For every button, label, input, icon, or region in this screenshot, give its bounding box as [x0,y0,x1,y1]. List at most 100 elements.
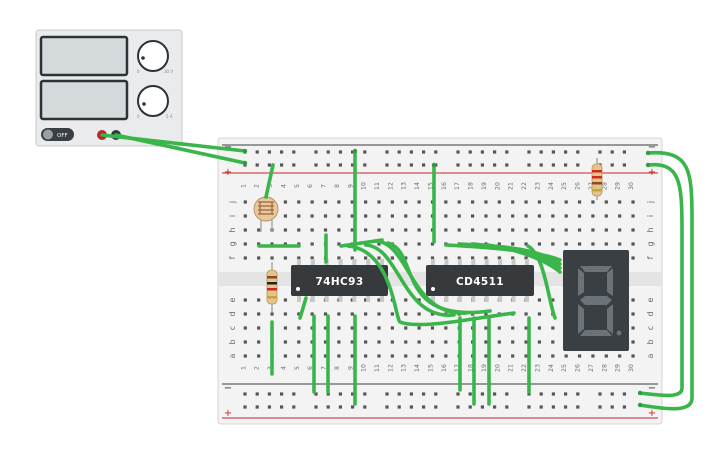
breadboard-hole[interactable] [497,228,501,232]
breadboard-hole[interactable] [297,228,301,232]
rail-hole[interactable] [576,392,580,396]
breadboard-hole[interactable] [524,354,528,358]
breadboard-hole[interactable] [417,228,421,232]
breadboard-hole[interactable] [430,340,435,344]
breadboard-hole[interactable] [511,228,515,232]
breadboard-hole[interactable] [350,200,354,204]
rail-hole[interactable] [255,150,259,154]
rail-hole[interactable] [551,150,555,154]
breadboard-hole[interactable] [430,256,435,260]
breadboard-hole[interactable] [377,200,381,204]
breadboard-hole[interactable] [591,354,595,358]
rail-hole[interactable] [243,392,247,396]
breadboard-hole[interactable] [631,200,635,204]
breadboard-hole[interactable] [297,340,301,344]
breadboard-hole[interactable] [618,228,622,232]
rail-hole[interactable] [564,150,568,154]
breadboard-hole[interactable] [283,242,288,246]
rail-hole[interactable] [397,163,401,167]
voltage-knob[interactable] [137,40,169,72]
rail-hole[interactable] [493,150,497,154]
breadboard-hole[interactable] [497,326,501,330]
breadboard-hole[interactable] [524,214,528,218]
breadboard-hole[interactable] [404,214,408,218]
breadboard-hole[interactable] [524,228,528,232]
breadboard-hole[interactable] [484,326,488,330]
breadboard-hole[interactable] [364,340,368,344]
rail-hole[interactable] [292,150,296,154]
power-supply[interactable]: 0 30 V 0 5 A OFF [35,29,183,147]
rail-hole[interactable] [564,392,568,396]
breadboard-hole[interactable] [297,214,301,218]
breadboard-hole[interactable] [484,228,488,232]
breadboard-hole[interactable] [364,256,368,260]
breadboard-hole[interactable] [404,312,408,316]
rail-hole[interactable] [314,150,318,154]
rail-hole[interactable] [267,405,271,409]
breadboard-hole[interactable] [404,340,408,344]
rail-hole[interactable] [397,405,401,409]
breadboard-hole[interactable] [484,214,488,218]
breadboard-hole[interactable] [591,228,595,232]
rail-hole[interactable] [456,405,460,409]
breadboard-hole[interactable] [484,256,488,260]
rail-hole[interactable] [351,405,355,409]
rail-hole[interactable] [610,150,614,154]
breadboard-hole[interactable] [337,242,341,246]
rail-hole[interactable] [422,392,426,396]
rail-hole[interactable] [598,392,602,396]
rail-hole[interactable] [326,163,330,167]
breadboard-hole[interactable] [283,298,288,302]
breadboard-hole[interactable] [364,326,368,330]
rail-hole[interactable] [385,405,389,409]
breadboard-hole[interactable] [417,354,421,358]
breadboard-hole[interactable] [618,354,622,358]
breadboard-hole[interactable] [283,340,288,344]
rail-hole[interactable] [338,150,342,154]
breadboard-hole[interactable] [470,228,475,232]
breadboard-hole[interactable] [497,340,501,344]
breadboard-hole[interactable] [243,256,247,260]
breadboard-hole[interactable] [243,214,247,218]
rail-hole[interactable] [351,150,355,154]
rail-hole[interactable] [326,405,330,409]
breadboard-hole[interactable] [257,312,261,316]
rail-hole[interactable] [363,163,367,167]
breadboard-hole[interactable] [377,228,381,232]
rail-hole[interactable] [338,392,342,396]
power-toggle-button[interactable]: OFF [41,128,74,141]
breadboard-hole[interactable] [337,214,341,218]
breadboard-hole[interactable] [297,256,301,260]
rail-hole[interactable] [243,405,247,409]
rail-hole[interactable] [505,392,509,396]
breadboard-hole[interactable] [444,326,448,330]
rail-hole[interactable] [456,392,460,396]
rail-hole[interactable] [493,163,497,167]
breadboard-hole[interactable] [457,200,461,204]
rail-hole[interactable] [598,405,602,409]
breadboard-hole[interactable] [537,312,542,316]
breadboard-hole[interactable] [390,326,394,330]
breadboard-hole[interactable] [537,214,542,218]
rail-hole[interactable] [622,163,626,167]
breadboard-hole[interactable] [243,200,247,204]
breadboard-hole[interactable] [631,256,635,260]
breadboard-hole[interactable] [417,340,421,344]
breadboard-hole[interactable] [283,256,288,260]
breadboard-hole[interactable] [310,326,314,330]
breadboard-hole[interactable] [537,326,542,330]
rail-hole[interactable] [255,392,259,396]
breadboard-hole[interactable] [404,354,408,358]
rail-hole[interactable] [480,405,484,409]
breadboard-hole[interactable] [243,228,247,232]
rail-hole[interactable] [468,392,472,396]
rail-hole[interactable] [255,405,259,409]
breadboard-hole[interactable] [551,214,555,218]
breadboard-hole[interactable] [484,312,488,316]
breadboard-hole[interactable] [390,200,394,204]
rail-hole[interactable] [422,405,426,409]
breadboard-hole[interactable] [457,256,461,260]
rail-hole[interactable] [610,405,614,409]
breadboard-hole[interactable] [257,256,261,260]
breadboard-hole[interactable] [350,354,354,358]
